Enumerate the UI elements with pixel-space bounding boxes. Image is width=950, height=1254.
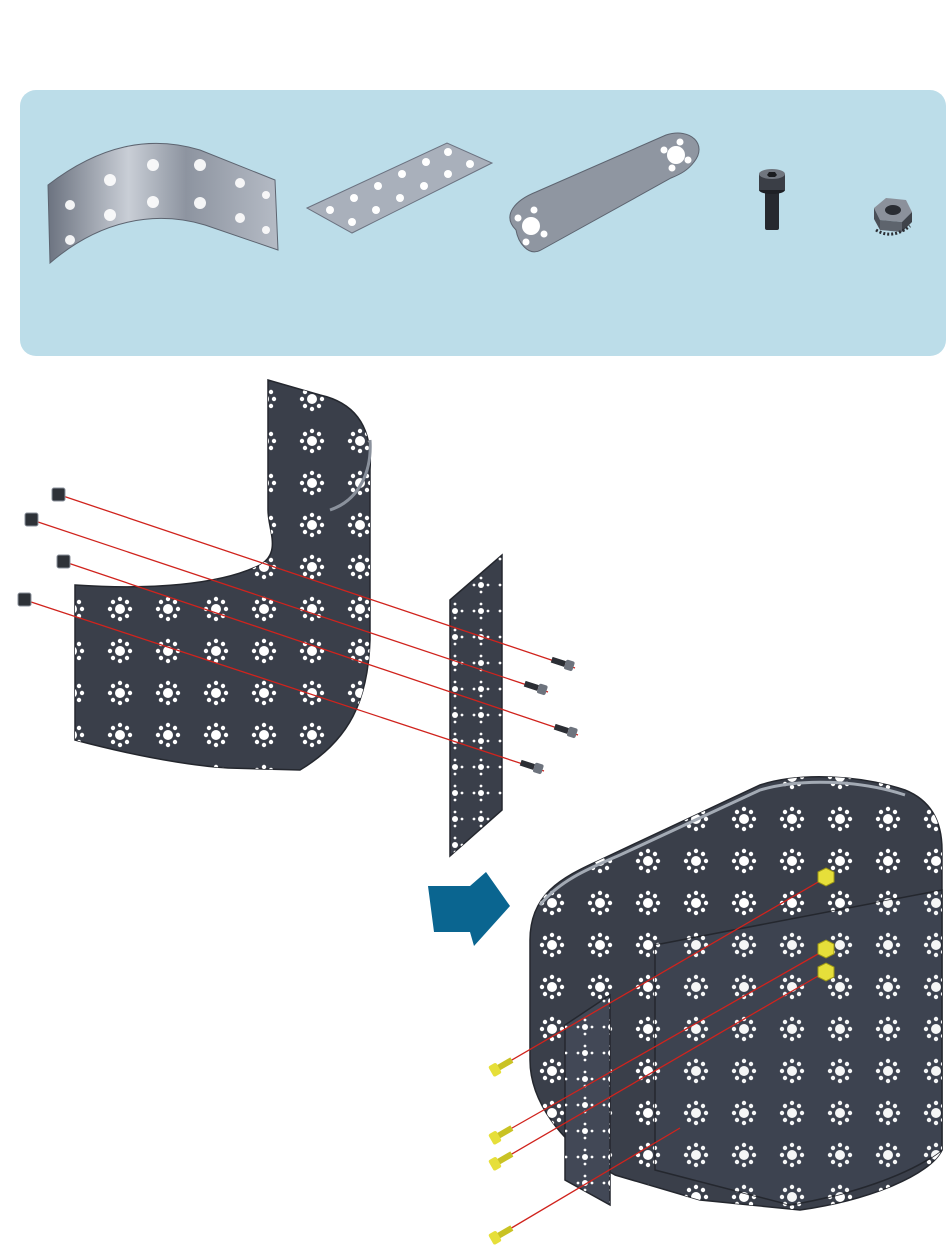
step-arrow-icon [428,872,510,946]
exploded-flat-strip [450,555,502,856]
exploded-curved-panel [75,380,370,770]
assembled-enclosure [530,777,942,1210]
assembled-screws [488,1055,515,1245]
exploded-screws [519,655,578,775]
exploded-nuts [18,488,70,606]
